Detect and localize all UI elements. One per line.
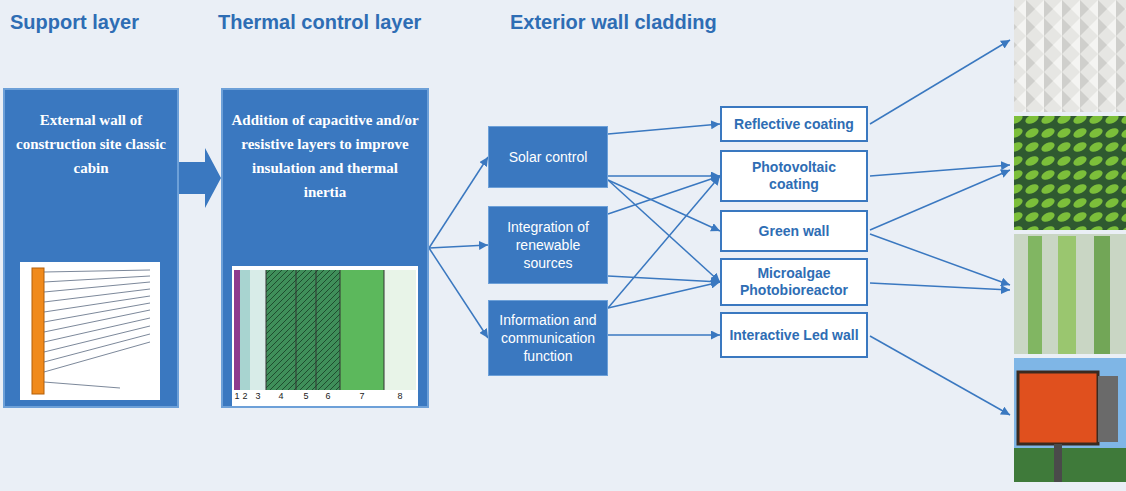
photo-column: [1014, 0, 1126, 482]
callout-number: 3: [255, 391, 260, 402]
photo-leader: [870, 165, 1010, 176]
callout-number: 6: [325, 391, 330, 402]
green-wall-photo: [1014, 116, 1126, 230]
block-arrow: [179, 148, 221, 208]
led-screen: [1018, 372, 1098, 444]
cladding-box: Reflective coating: [720, 106, 868, 142]
led-wall-photo: [1014, 358, 1126, 482]
box-text: Photovoltaic coating: [726, 159, 862, 193]
box-text: Microalgae Photobioreactor: [726, 265, 862, 299]
callout-number: 5: [303, 391, 308, 402]
reflective-photo: [1014, 0, 1126, 112]
box-text: External wall of construction site class…: [12, 108, 170, 180]
algae-tube: [1094, 236, 1110, 354]
callout-number: 8: [397, 391, 402, 402]
photo-leaders: [870, 40, 1010, 415]
column-heading: Thermal control layer: [218, 10, 421, 34]
connector-arrow: [429, 245, 488, 248]
connector-arrow: [608, 180, 720, 231]
support-layer-box: External wall of construction site class…: [3, 88, 179, 408]
callout-number: 7: [359, 391, 364, 402]
box-text: Integration of renewable sources: [493, 218, 603, 272]
cladding-box: Interactive Led wall: [720, 312, 868, 358]
photo-leader: [870, 336, 1010, 415]
connector-arrow: [429, 248, 488, 338]
box-text: Interactive Led wall: [729, 327, 858, 344]
photo-leader: [870, 234, 1010, 285]
connector-arrow: [608, 176, 720, 308]
connector-arrow: [608, 175, 720, 177]
thermal-layer-box: Addition of capacitive and/or resistive …: [221, 88, 429, 408]
cladding-box: Photovoltaic coating: [720, 150, 868, 202]
algae-tube: [1028, 236, 1042, 354]
box-text: Reflective coating: [734, 116, 854, 133]
photobioreactor-photo: [1014, 234, 1126, 354]
function-box: Solar control: [488, 126, 608, 188]
callout-number: 4: [278, 391, 283, 402]
callout-number: 1: [234, 391, 239, 402]
box-text: Solar control: [509, 148, 588, 166]
box-text: Information and communication function: [493, 311, 603, 365]
photo-leader: [870, 283, 1010, 290]
photo-trees: [1014, 448, 1126, 482]
connector-arrow: [608, 334, 720, 336]
billboard-post: [1054, 444, 1062, 482]
connector-arrow: [429, 157, 488, 248]
cladding-box: Green wall: [720, 210, 868, 252]
function-box: Information and communication function: [488, 300, 608, 376]
box-text: Green wall: [759, 223, 830, 240]
box-text: Addition of capacitive and/or resistive …: [230, 108, 420, 204]
column-heading: Support layer: [10, 10, 139, 34]
cladding-box: Microalgae Photobioreactor: [720, 258, 868, 306]
connector-arrow: [608, 276, 720, 282]
function-box: Integration of renewable sources: [488, 206, 608, 284]
photo-leader: [870, 40, 1010, 124]
connector-arrow: [608, 124, 720, 134]
column-heading: Exterior wall cladding: [510, 10, 717, 34]
photo-leader: [870, 170, 1010, 230]
callout-number: 2: [242, 391, 247, 402]
billboard-side: [1098, 376, 1118, 442]
connector-arrow: [608, 282, 720, 308]
algae-tube: [1058, 236, 1076, 354]
